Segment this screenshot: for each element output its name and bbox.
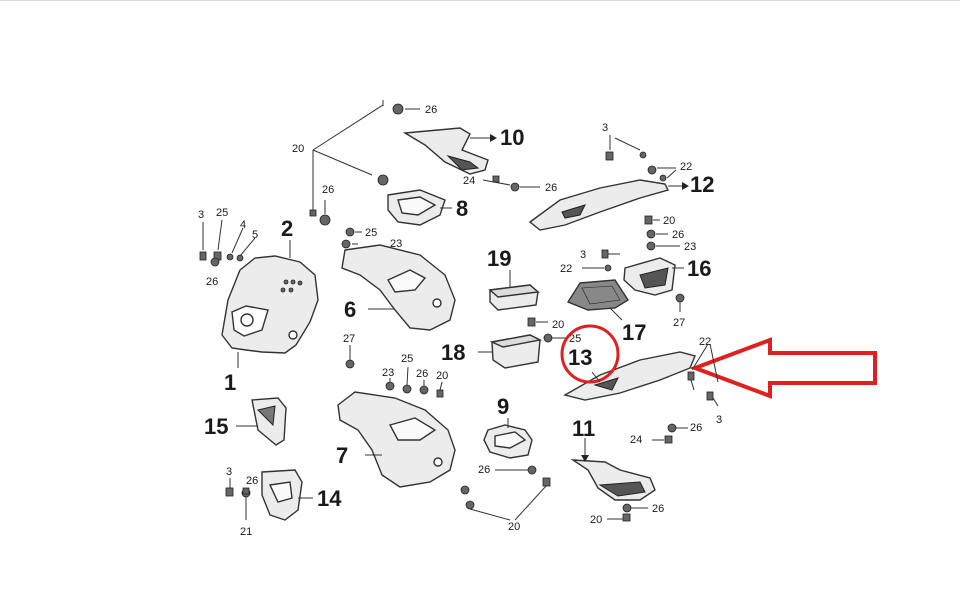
hardware-label-26: 26 — [246, 475, 258, 487]
hardware-group-7 — [345, 345, 444, 398]
hardware-label-26: 26 — [690, 422, 702, 434]
part-number-7: 7 — [336, 443, 348, 468]
part-6-side-panel — [341, 244, 456, 331]
hardware-label-22: 22 — [699, 336, 711, 348]
hardware-label-21: 21 — [240, 526, 252, 538]
hardware-label-20: 20 — [436, 370, 448, 382]
part-2-front-fairing — [221, 255, 319, 354]
hardware-group-9 — [460, 465, 551, 521]
hardware-label-4: 4 — [240, 219, 246, 231]
hardware-label-24: 24 — [463, 175, 475, 187]
hardware-group-upper — [309, 100, 420, 226]
hardware-label-26: 26 — [652, 503, 664, 515]
hardware-group-20-26-23 — [644, 215, 680, 251]
part-number-17: 17 — [622, 320, 646, 345]
hardware-group-16-top — [582, 249, 620, 272]
hardware-group-13 — [687, 343, 719, 407]
hardware-label-3: 3 — [198, 209, 204, 221]
part-number-13: 13 — [568, 345, 592, 370]
part-number-10: 10 — [500, 125, 524, 150]
part-number-11: 11 — [572, 416, 595, 441]
hardware-label-5: 5 — [252, 229, 258, 241]
hardware-label-25: 25 — [569, 333, 581, 345]
part-number-6: 6 — [344, 297, 356, 322]
part-10-upper-panel — [402, 127, 489, 175]
part-16-rear-cover — [623, 257, 676, 296]
hardware-label-25: 25 — [365, 227, 377, 239]
part-number-2: 2 — [281, 216, 293, 241]
hardware-label-20: 20 — [663, 215, 675, 227]
hardware-group-24-26 — [482, 175, 540, 192]
hardware-label-27: 27 — [343, 333, 355, 345]
part-number-12: 12 — [690, 172, 714, 197]
part-11-lower-panel — [570, 459, 656, 501]
hardware-label-20: 20 — [508, 521, 520, 533]
hardware-label-26: 26 — [322, 184, 334, 196]
part-12-rear-rail — [528, 179, 670, 231]
hardware-label-27: 27 — [673, 317, 685, 329]
hardware-label-26: 26 — [416, 368, 428, 380]
hardware-label-3: 3 — [226, 466, 232, 478]
hardware-label-23: 23 — [390, 238, 402, 250]
hardware-group-27-right — [675, 293, 685, 312]
part-number-9: 9 — [497, 394, 509, 419]
hardware-label-23: 23 — [684, 241, 696, 253]
hardware-group-front-fairing — [199, 219, 256, 267]
part-18-tray — [489, 334, 543, 369]
part-15-inner-panel — [251, 397, 287, 446]
hardware-label-26: 26 — [672, 229, 684, 241]
hardware-group-18 — [527, 317, 566, 343]
highlight-circle — [560, 324, 620, 384]
hardware-group-14 — [225, 478, 251, 520]
hardware-label-26: 26 — [425, 104, 437, 116]
top-border-line — [0, 0, 960, 1]
part-8-small-cover — [387, 189, 446, 226]
part-number-18: 18 — [441, 340, 465, 365]
part-14-lower-cover — [261, 469, 303, 521]
hardware-label-20: 20 — [292, 143, 304, 155]
hardware-label-25: 25 — [401, 353, 413, 365]
part-number-19: 19 — [487, 246, 511, 271]
hardware-label-25: 25 — [216, 207, 228, 219]
hardware-label-26: 26 — [478, 464, 490, 476]
hardware-label-26: 26 — [206, 276, 218, 288]
hardware-label-22: 22 — [560, 263, 572, 275]
hardware-group-12 — [605, 135, 677, 182]
part-17-grille — [566, 279, 629, 311]
part-19-box — [488, 284, 540, 311]
part-9-cover — [483, 424, 533, 459]
hardware-label-20: 20 — [552, 319, 564, 331]
hardware-label-3: 3 — [602, 122, 608, 134]
highlight-arrow — [689, 337, 877, 399]
hardware-label-3: 3 — [716, 414, 722, 426]
hardware-label-24: 24 — [630, 434, 642, 446]
part-7-large-side-panel — [337, 391, 456, 488]
hardware-group-11 — [607, 423, 688, 522]
part-number-14: 14 — [317, 486, 342, 511]
hardware-group-25-23 — [341, 227, 362, 249]
hardware-label-23: 23 — [382, 367, 394, 379]
hardware-label-20: 20 — [590, 514, 602, 526]
part-number-8: 8 — [456, 196, 468, 221]
part-number-1: 1 — [224, 370, 236, 395]
part-number-15: 15 — [204, 414, 228, 439]
part-13-tail-panel — [563, 351, 696, 401]
hardware-label-3: 3 — [580, 249, 586, 261]
part-number-16: 16 — [687, 256, 711, 281]
hardware-label-26: 26 — [545, 182, 557, 194]
hardware-label-22: 22 — [680, 161, 692, 173]
